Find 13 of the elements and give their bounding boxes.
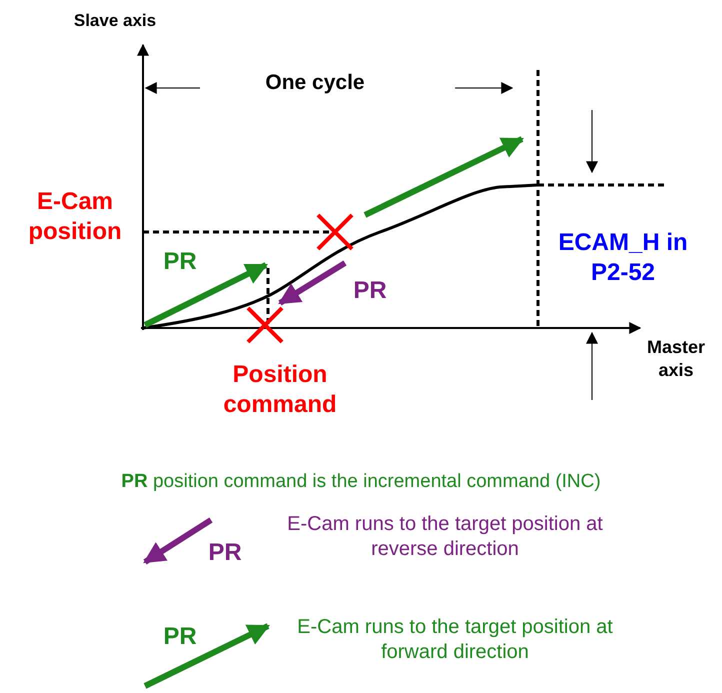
dimension-label: One cycle: [264, 70, 366, 96]
axis-label: Master axis: [646, 336, 706, 381]
arrow-label: PR: [162, 247, 198, 277]
arrow-label: PR: [207, 538, 243, 568]
arrow-label: PR: [162, 622, 198, 652]
point-label: Position command: [222, 360, 338, 420]
legend-text: E-Cam runs to the target position at reverse direction: [286, 512, 604, 562]
axis-value-label: E-Cam position: [27, 187, 123, 247]
arrow-label: PR: [352, 276, 388, 306]
legend-text: E-Cam runs to the target position at forward direction: [296, 615, 614, 665]
note-text: PR position command is the incremental command (INC): [120, 470, 602, 494]
axis-label: Slave axis: [72, 10, 158, 32]
parameter-label: ECAM_H in P2-52: [557, 228, 689, 288]
